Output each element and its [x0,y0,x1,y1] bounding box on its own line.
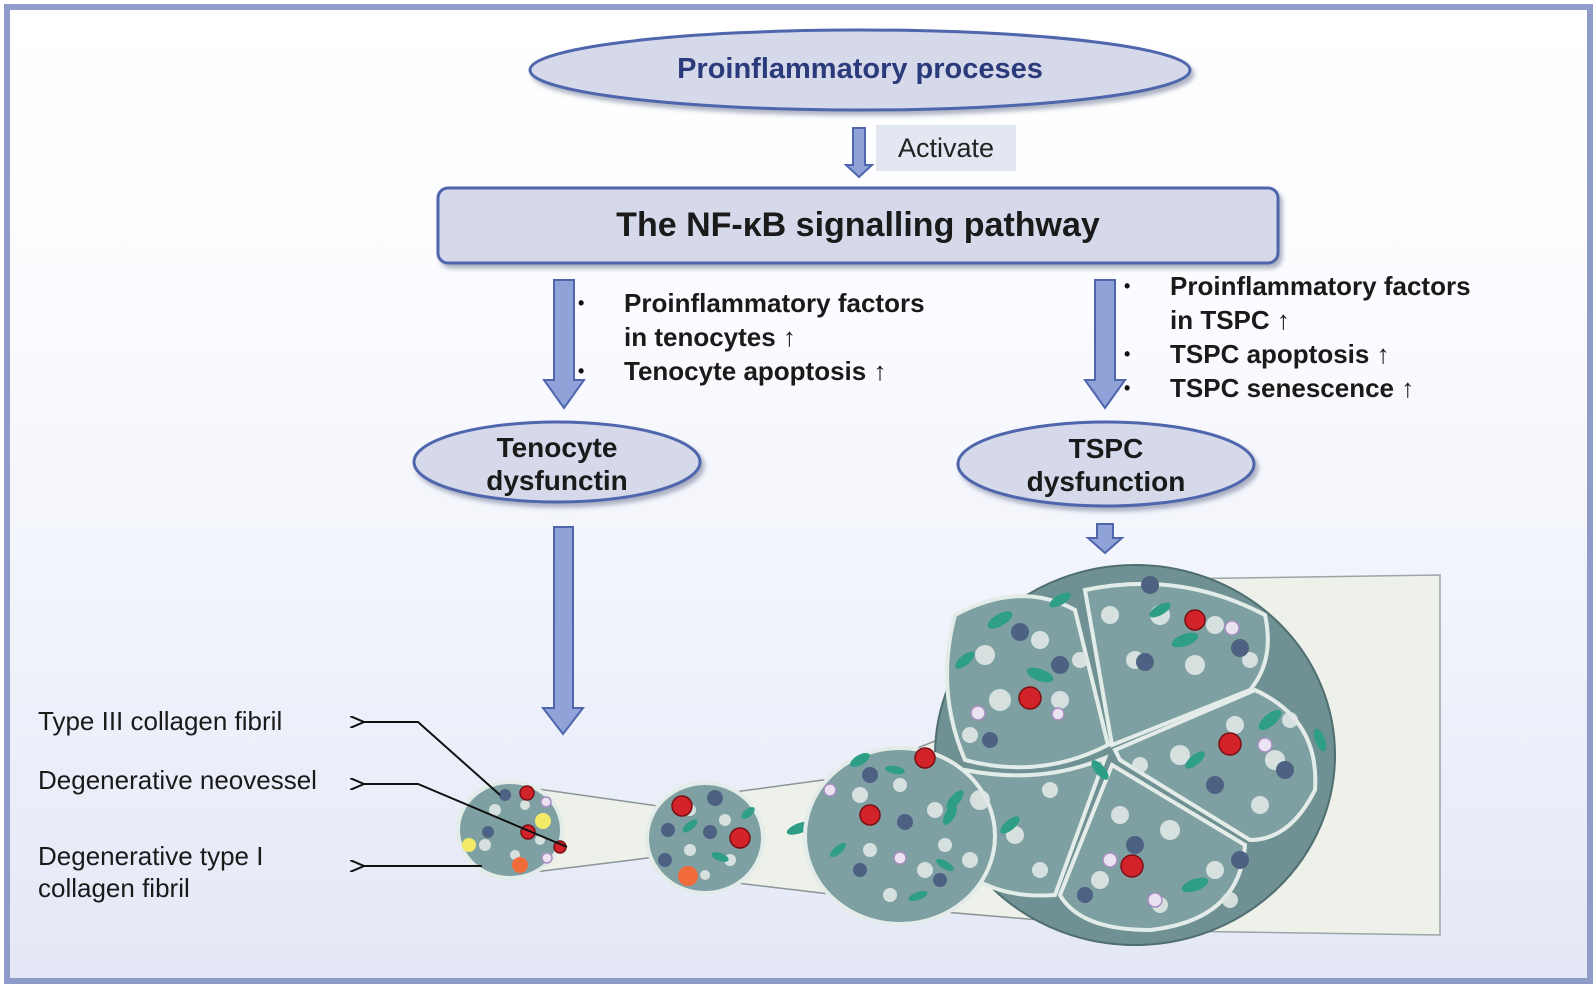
bullet-tenocyte-factors: Proinflammatory factors in tenocytes ↑ [578,286,925,354]
nfkb-pathway-box [436,186,1280,265]
label-pointers [362,722,568,866]
tspc-to-tendon-arrow [1085,523,1125,555]
tendon-illustration [456,564,1441,946]
activate-arrow [843,127,875,179]
bullet-tspc-senescence: TSPC senescence ↑ [1124,371,1471,405]
proinflammatory-processes-node [528,28,1192,112]
bullet-tspc-factors: Proinflammatory factors in TSPC ↑ [1124,269,1471,337]
tspc-dysfunction-node [956,420,1256,508]
tspc-dysfunction-label: TSPC dysfunction [1026,433,1186,497]
left-branch-bullets: Proinflammatory factors in tenocytes ↑ T… [578,286,925,388]
type1-collagen-label: Degenerative type I collagen fibril [38,841,264,903]
right-branch-arrow [1083,279,1127,410]
left-branch-arrow [542,279,586,410]
tenocyte-dysfunction-node [412,420,702,504]
bullet-tspc-apoptosis: TSPC apoptosis ↑ [1124,337,1471,371]
neovessel-label: Degenerative neovessel [38,765,317,795]
proinflammatory-processes-label: Proinflammatory proceses [677,53,1043,85]
bullet-tenocyte-apoptosis: Tenocyte apoptosis ↑ [578,354,925,388]
activate-label: Activate [876,125,1016,171]
right-branch-bullets: Proinflammatory factors in TSPC ↑ TSPC a… [1124,269,1471,405]
type3-collagen-label: Type III collagen fibril [38,706,283,736]
tenocyte-to-tendon-arrow [540,526,586,736]
nfkb-pathway-label: The NF-κB signalling pathway [616,206,1100,244]
tenocyte-dysfunction-label: Tenocyte dysfunctin [486,432,628,496]
